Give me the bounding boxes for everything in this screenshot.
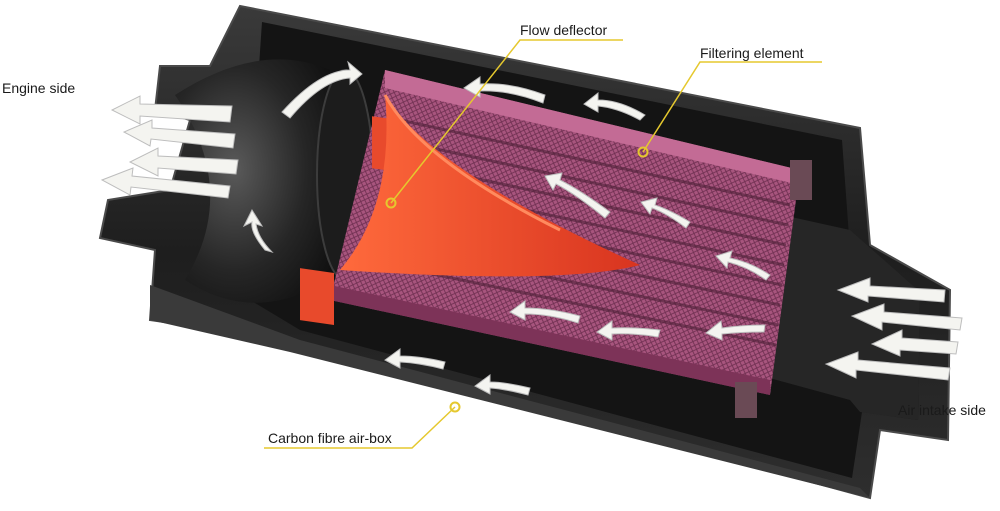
flow-arrow-icon: [384, 348, 446, 370]
flow-deflector-label: Flow deflector: [520, 22, 608, 38]
flow-arrow-icon: [850, 303, 963, 331]
flow-arrow-icon: [100, 167, 231, 199]
flow-arrow-icon: [836, 277, 946, 303]
flow-arrow-icon: [128, 147, 239, 177]
filtering-element-label: Filtering element: [700, 45, 804, 61]
air-box-callout-line: [264, 406, 456, 449]
engine-side-label: Engine side: [2, 80, 76, 96]
callout-dot-icon: [637, 146, 649, 158]
flow-deflector: [340, 94, 640, 277]
flow-arrow-icon: [281, 60, 363, 119]
flow-arrow-icon: [640, 197, 691, 229]
air-intake-side-label: Air intake side: [898, 402, 986, 418]
callouts: [264, 39, 822, 449]
flow-arrow-icon: [715, 250, 771, 281]
callout-dot-icon: [449, 401, 461, 413]
callout-dot-icon: [385, 197, 397, 209]
flow-arrow-icon: [463, 76, 546, 104]
flow-arrow-icon: [583, 91, 646, 121]
flow-arrow-icon: [509, 300, 581, 324]
flow-arrow-icon: [544, 172, 611, 219]
flow-arrow-icon: [596, 320, 661, 341]
flow-arrow-icon: [824, 351, 951, 381]
filtering-element-callout-line: [642, 61, 822, 153]
flow-arrow-icon: [705, 320, 766, 341]
carbon-fibre-air-box-label: Carbon fibre air-box: [268, 430, 392, 446]
flow-arrow-icon: [870, 329, 959, 357]
flow-arrow-icon: [242, 208, 274, 254]
flow-arrow-icon: [474, 374, 531, 396]
flow-arrow-icon: [122, 119, 236, 149]
flow-arrow-icon: [110, 95, 233, 125]
flow-deflector-callout-line: [390, 39, 623, 204]
flow-arrows: [100, 60, 963, 396]
